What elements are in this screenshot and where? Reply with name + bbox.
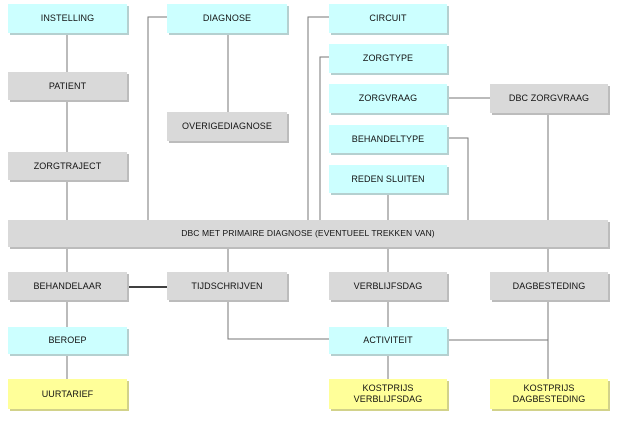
entity-tijdschrijven: TIJDSCHRIJVEN (167, 272, 287, 300)
entity-verblijfsdag: VERBLIJFSDAG (329, 272, 447, 300)
entity-activiteit: ACTIVITEIT (329, 327, 447, 354)
entity-kostprijs-dagbesteding: KOSTPRIJS DAGBESTEDING (490, 379, 608, 409)
connector-circuit-dbc (307, 16, 329, 220)
connector-tijdschrijven-activiteit (227, 300, 329, 340)
entity-zorgtraject: ZORGTRAJECT (8, 152, 127, 180)
entity-dbc-primaire-diagnose: DBC MET PRIMAIRE DIAGNOSE (EVENTUEEL TRE… (8, 220, 608, 247)
entity-zorgvraag: ZORGVRAAG (329, 84, 447, 113)
entity-behandeltype-label: BEHANDELTYPE (351, 133, 425, 144)
connector-zorgtype-dbc (319, 56, 329, 220)
entity-diagnose: DIAGNOSE (167, 4, 287, 33)
entity-kostprijs-verblijfsdag-label: KOSTPRIJS VERBLIJFSDAG (353, 383, 423, 404)
entity-instelling: INSTELLING (8, 4, 127, 33)
entity-beroep-label: BEROEP (48, 335, 87, 345)
entity-behandelaar: BEHANDELAAR (8, 272, 127, 300)
entity-dbc-primaire-diagnose-label: DBC MET PRIMAIRE DIAGNOSE (EVENTUEEL TRE… (181, 228, 435, 238)
entity-dbc-zorgvraag: DBC ZORGVRAAG (490, 84, 608, 113)
entity-diagnose-label: DIAGNOSE (202, 13, 252, 23)
entity-patient-label: PATIENT (48, 80, 87, 91)
connector-diagnose-dbc (147, 16, 167, 220)
entity-circuit-label: CIRCUIT (369, 13, 407, 23)
entity-beroep: BEROEP (8, 327, 127, 354)
entity-behandeltype: BEHANDELTYPE (329, 125, 447, 153)
entity-verblijfsdag-label: VERBLIJFSDAG (353, 280, 423, 291)
entity-behandelaar-label: BEHANDELAAR (33, 280, 102, 291)
entity-reden-sluiten: REDEN SLUITEN (329, 165, 447, 193)
entity-dagbesteding: DAGBESTEDING (490, 272, 608, 300)
entity-dbc-zorgvraag-label: DBC ZORGVRAAG (508, 93, 590, 103)
entity-tijdschrijven-label: TIJDSCHRIJVEN (191, 280, 263, 291)
entity-zorgtype: ZORGTYPE (329, 44, 447, 73)
connector-behandeltype-dbc (447, 137, 469, 220)
entity-kostprijs-dagbesteding-label: KOSTPRIJS DAGBESTEDING (512, 383, 586, 404)
entity-kostprijs-verblijfsdag: KOSTPRIJS VERBLIJFSDAG (329, 379, 447, 409)
entity-instelling-label: INSTELLING (40, 13, 95, 23)
entity-overigediagnose-label: OVERIGEDIAGNOSE (181, 121, 273, 131)
entity-patient: PATIENT (8, 72, 127, 100)
entity-activiteit-label: ACTIVITEIT (363, 335, 413, 345)
entity-dagbesteding-label: DAGBESTEDING (512, 280, 586, 291)
entity-uurtarief-label: UURTARIEF (41, 388, 94, 399)
entity-reden-sluiten-label: REDEN SLUITEN (351, 173, 425, 184)
entity-zorgtype-label: ZORGTYPE (362, 53, 414, 63)
entity-zorgtraject-label: ZORGTRAJECT (33, 160, 102, 171)
entity-overigediagnose: OVERIGEDIAGNOSE (167, 112, 287, 141)
entity-uurtarief: UURTARIEF (8, 379, 127, 409)
entity-circuit: CIRCUIT (329, 4, 447, 33)
entity-zorgvraag-label: ZORGVRAAG (358, 93, 418, 103)
